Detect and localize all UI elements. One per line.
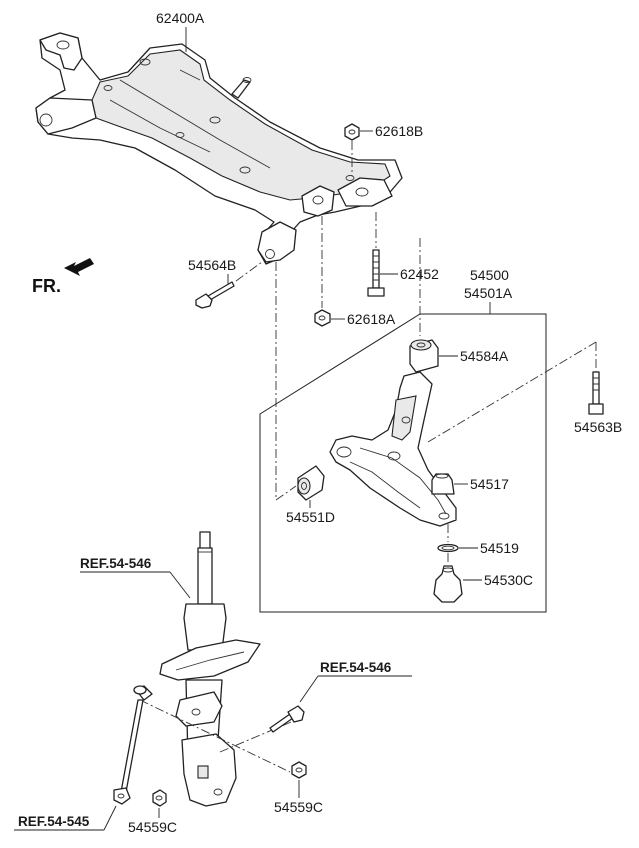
bushing-54551d[interactable]: 54551D (286, 465, 335, 525)
crossmember-label-group: 62400A (156, 10, 205, 52)
bushing-54584a-label: 54584A (460, 348, 509, 364)
crossmember-label: 62400A (156, 10, 205, 26)
link-ref-label[interactable]: REF.54-545 (18, 814, 90, 829)
front-arrow-icon (64, 258, 94, 276)
bushing-54551d-label: 54551D (286, 509, 335, 525)
bracket-ref-label[interactable]: REF.54-546 (320, 660, 392, 675)
dust-cover-54517-label: 54517 (470, 476, 509, 492)
nut-62618b-label: 62618B (375, 123, 423, 139)
stabilizer-link[interactable] (113, 685, 153, 805)
control-arm-box (259, 313, 547, 613)
nut-54559c-right-label: 54559C (274, 799, 323, 815)
nut-54559c-right[interactable]: 54559C (274, 761, 323, 815)
nut-62618b[interactable]: 62618B (344, 123, 423, 141)
snap-ring-54519[interactable]: 54519 (437, 540, 519, 556)
front-label: FR. (32, 276, 61, 296)
bushing-54584a[interactable]: 54584A (409, 339, 509, 373)
arm-assy-label-1: 54500 (470, 267, 509, 283)
bolt-54564b-label: 54564B (188, 257, 236, 273)
bracket-ref-group[interactable]: REF.54-546 (299, 660, 412, 703)
bolt-54563b-label: 54563B (574, 419, 622, 435)
snap-ring-54519-label: 54519 (480, 540, 519, 556)
strut-ref-label[interactable]: REF.54-546 (80, 556, 152, 571)
nut-62618a[interactable]: 62618A (314, 309, 396, 327)
nut-54559c-left[interactable]: 54559C (128, 789, 177, 835)
ball-joint-54530c[interactable]: 54530C (433, 565, 533, 603)
arm-assy-label-2: 54501A (464, 285, 513, 301)
strut-bolt[interactable] (269, 705, 305, 733)
strut-ref-group[interactable]: REF.54-546 (80, 556, 191, 599)
dust-cover-54517[interactable]: 54517 (431, 473, 509, 495)
crossmember-part[interactable] (35, 32, 403, 265)
link-ref-group[interactable]: REF.54-545 (14, 805, 117, 831)
lower-control-arm[interactable] (329, 371, 457, 527)
control-arm-assy-label: 54500 54501A (464, 267, 513, 314)
bolt-54564b[interactable]: 54564B (188, 257, 236, 309)
front-direction-indicator: FR. (32, 258, 94, 296)
nut-54559c-left-label: 54559C (128, 819, 177, 835)
bolt-54563b[interactable]: 54563B (574, 371, 622, 435)
bolt-62452[interactable]: 62452 (367, 249, 439, 297)
nut-62618a-label: 62618A (347, 311, 396, 327)
ball-joint-54530c-label: 54530C (484, 572, 533, 588)
strut-assembly[interactable] (159, 531, 261, 807)
